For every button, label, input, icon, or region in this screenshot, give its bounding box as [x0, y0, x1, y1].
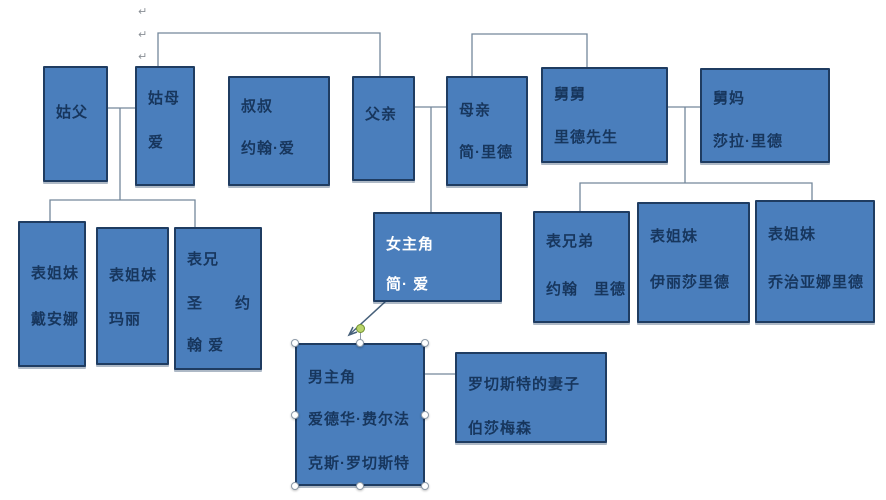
- node-cousin-mary-text: 表姐妹: [109, 267, 158, 284]
- node-cousin-mary[interactable]: 表姐妹玛丽: [96, 227, 169, 365]
- node-hero[interactable]: 男主角爱德华·费尔法克斯·罗切斯特: [295, 343, 425, 486]
- selection-handle[interactable]: [421, 339, 429, 347]
- node-muqin-text: 简·里德: [459, 144, 513, 161]
- node-muqin-text: 母亲: [459, 102, 492, 119]
- node-shushu[interactable]: 叔叔约翰·爱: [228, 76, 330, 186]
- node-cousin-eliza-text: 表姐妹: [650, 228, 699, 245]
- selection-handle[interactable]: [356, 482, 364, 490]
- node-cousin-georgiana-text: 乔治亚娜里德: [768, 274, 865, 291]
- rotation-handle-stem: [360, 333, 361, 343]
- connector-reed-siblings[interactable]: [471, 33, 588, 76]
- node-cousin-john-reed-text: 表兄弟: [546, 233, 595, 250]
- node-hero-text: 克斯·罗切斯特: [308, 455, 410, 472]
- node-rochester-wife-text: 伯莎梅森: [468, 420, 533, 437]
- node-jiujiu[interactable]: 舅舅里德先生: [541, 67, 668, 163]
- node-rochester-wife-text: 罗切斯特的妻子: [468, 376, 581, 393]
- line-break-mark: ↵: [138, 5, 148, 18]
- node-cousin-diana[interactable]: 表姐妹戴安娜: [18, 221, 86, 367]
- node-gufu[interactable]: 姑父: [43, 66, 108, 182]
- connector-right-children[interactable]: [579, 182, 813, 211]
- selection-handle[interactable]: [356, 339, 364, 347]
- node-heroine-text: 女主角: [386, 236, 435, 253]
- node-jiuma-text: 莎拉·里德: [713, 133, 783, 150]
- node-cousin-diana-text: 表姐妹: [31, 265, 80, 282]
- node-cousin-diana-text: 戴安娜: [31, 311, 80, 328]
- node-heroine-text: 简· 爱: [386, 276, 430, 293]
- node-gumu[interactable]: 姑母爱: [135, 66, 195, 186]
- node-jiuma-text: 舅妈: [713, 90, 746, 107]
- node-shushu-text: 叔叔: [241, 98, 274, 115]
- node-jiuma[interactable]: 舅妈莎拉·里德: [700, 68, 830, 163]
- selection-handle[interactable]: [421, 482, 429, 490]
- selection-handle[interactable]: [291, 410, 299, 419]
- line-break-mark: ↵: [138, 28, 148, 41]
- node-cousin-mary-text: 玛丽: [109, 311, 142, 328]
- node-cousin-john-reed[interactable]: 表兄弟约翰 里德: [533, 211, 630, 323]
- node-jiujiu-text: 里德先生: [554, 129, 619, 146]
- selection-handle[interactable]: [291, 339, 299, 347]
- heroine-to-hero-arrowhead[interactable]: [347, 326, 358, 337]
- node-gufu-text: 姑父: [56, 104, 89, 121]
- node-hero-text: 男主角: [308, 369, 357, 386]
- connector-left-children[interactable]: [49, 199, 196, 227]
- node-cousin-eliza-text: 伊丽莎里德: [650, 274, 731, 291]
- node-fuqin[interactable]: 父亲: [352, 76, 415, 181]
- node-heroine[interactable]: 女主角简· 爱: [373, 212, 502, 302]
- node-cousin-stjohn[interactable]: 表兄圣 约翰 爱: [174, 227, 262, 370]
- node-cousin-eliza[interactable]: 表姐妹伊丽莎里德: [637, 202, 750, 323]
- node-cousin-stjohn-text: 表兄: [187, 251, 220, 268]
- rotation-handle-icon[interactable]: [355, 324, 365, 333]
- node-fuqin-text: 父亲: [365, 106, 398, 123]
- node-cousin-georgiana-text: 表姐妹: [768, 226, 817, 243]
- node-gumu-text: 姑母: [148, 90, 181, 107]
- node-cousin-stjohn-text: 翰 爱: [187, 337, 225, 354]
- node-rochester-wife[interactable]: 罗切斯特的妻子伯莎梅森: [455, 352, 607, 443]
- node-cousin-georgiana[interactable]: 表姐妹乔治亚娜里德: [755, 200, 875, 323]
- connector-eyre-siblings[interactable]: [157, 32, 381, 76]
- node-jiujiu-text: 舅舅: [554, 86, 587, 103]
- selection-handle[interactable]: [421, 410, 429, 419]
- node-shushu-text: 约翰·爱: [241, 140, 295, 157]
- node-hero-text: 爱德华·费尔法: [308, 411, 410, 428]
- selection-handle[interactable]: [291, 482, 299, 490]
- line-break-mark: ↵: [138, 50, 148, 63]
- heroine-to-hero-arrow[interactable]: [348, 300, 387, 336]
- node-cousin-stjohn-text: 圣 约: [187, 295, 252, 312]
- node-muqin[interactable]: 母亲简·里德: [446, 76, 528, 186]
- node-cousin-john-reed-text: 约翰 里德: [546, 281, 627, 298]
- node-gumu-text: 爱: [148, 134, 165, 151]
